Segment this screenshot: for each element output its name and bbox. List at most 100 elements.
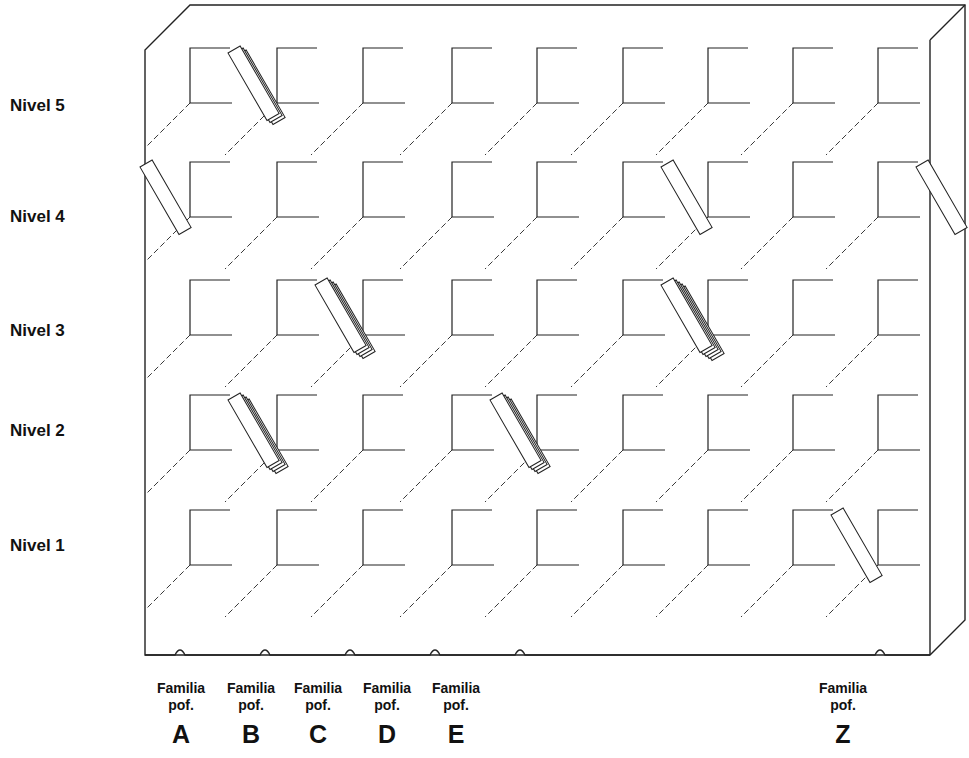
card (315, 278, 366, 353)
card (831, 508, 882, 583)
slot (708, 162, 750, 217)
card (228, 393, 279, 468)
card (916, 160, 967, 235)
slot (537, 48, 579, 103)
slot (452, 510, 494, 565)
shelf-diagonal (571, 450, 623, 502)
shelf-diagonal (826, 450, 878, 502)
shelf-diagonal (485, 335, 537, 387)
slot (623, 510, 665, 565)
slot (793, 395, 835, 450)
shelf-diagonal (400, 450, 452, 502)
slot (623, 395, 665, 450)
shelf-diagonal (311, 103, 363, 155)
family-label: Familia pof. (150, 680, 212, 714)
slot (363, 395, 405, 450)
slot (537, 162, 579, 217)
shelf-diagonal (741, 217, 793, 269)
shelf-diagonal (741, 450, 793, 502)
slot (363, 48, 405, 103)
slot (537, 280, 579, 335)
shelf-diagonal (485, 103, 537, 155)
slot (878, 48, 920, 103)
shelf-diagonal (400, 103, 452, 155)
level-label: Nivel 5 (10, 96, 65, 116)
slot (190, 395, 232, 450)
level-label: Nivel 1 (10, 536, 65, 556)
family-label: Familia pof. (287, 680, 349, 714)
family-letter: B (220, 720, 282, 749)
family-letter: Z (812, 720, 874, 749)
slot (878, 280, 920, 335)
family-label: Familia pof. (220, 680, 282, 714)
slot (878, 510, 920, 565)
slot (793, 48, 835, 103)
shelf-diagonal (400, 335, 452, 387)
slot (793, 162, 835, 217)
shelf-diagonal (485, 565, 537, 617)
slot (793, 510, 835, 565)
shelf-diagonal (147, 565, 190, 608)
shelf-diagonal (571, 565, 623, 617)
board-outline (145, 5, 965, 655)
slot (537, 395, 579, 450)
slot (363, 162, 405, 217)
shelf-diagonal (485, 217, 537, 269)
slot (363, 280, 405, 335)
level-label: Nivel 4 (10, 207, 65, 227)
slot (878, 162, 920, 217)
slot (623, 280, 665, 335)
shelf-diagonal (147, 450, 190, 493)
shelf-diagonal (225, 335, 277, 387)
shelf-diagonal (311, 450, 363, 502)
shelf-diagonal (826, 335, 878, 387)
slot (623, 48, 665, 103)
family-label: Familia pof. (356, 680, 418, 714)
shelf-diagonal (400, 217, 452, 269)
family-letter: E (425, 720, 487, 749)
shelf-diagonal (311, 217, 363, 269)
slot (452, 280, 494, 335)
slot (277, 162, 319, 217)
slot (708, 510, 750, 565)
shelf-diagonal (656, 565, 708, 617)
shelf-diagonal (571, 335, 623, 387)
shelf-diagonal (225, 217, 277, 269)
slot-grid (147, 48, 920, 617)
shelf-diagonal (826, 217, 878, 269)
card (228, 46, 279, 121)
shelf-diagonal (147, 103, 190, 146)
card (490, 393, 541, 468)
slot (452, 162, 494, 217)
shelf-diagonal (656, 103, 708, 155)
slot (190, 162, 232, 217)
family-letter: A (150, 720, 212, 749)
card (661, 160, 712, 235)
slot (277, 48, 319, 103)
slot (277, 280, 319, 335)
slot (452, 48, 494, 103)
card-stacks (140, 46, 967, 583)
shelf-diagonal (571, 103, 623, 155)
shelf-diagonal (400, 565, 452, 617)
board-side (930, 5, 965, 655)
slot (190, 510, 232, 565)
slot (277, 510, 319, 565)
shelf-diagonal (311, 565, 363, 617)
slot (537, 510, 579, 565)
card (140, 160, 191, 235)
slot (708, 395, 750, 450)
family-letter: D (356, 720, 418, 749)
slot (793, 280, 835, 335)
board-edge (145, 5, 965, 655)
family-label: Familia pof. (425, 680, 487, 714)
family-letter: C (287, 720, 349, 749)
board-base (145, 650, 930, 655)
shelf-diagonal (741, 565, 793, 617)
slot (363, 510, 405, 565)
slot (708, 280, 750, 335)
shelf-diagonal (656, 450, 708, 502)
shelf-diagonal (826, 103, 878, 155)
slot (623, 162, 665, 217)
